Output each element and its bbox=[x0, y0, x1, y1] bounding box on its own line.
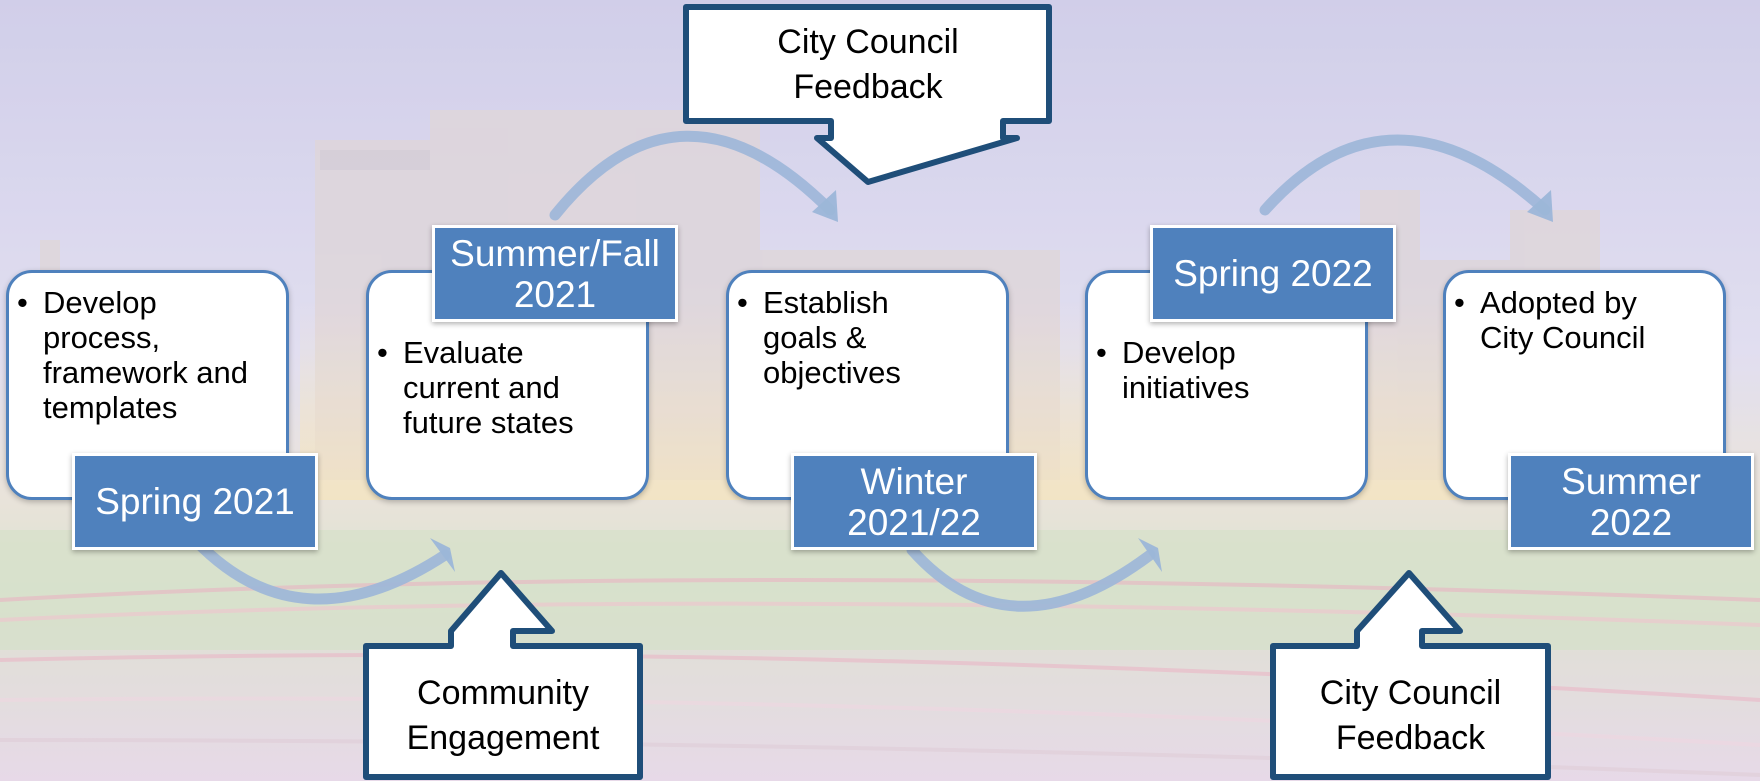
arrowhead-2 bbox=[812, 190, 838, 222]
flow-arrow-2 bbox=[549, 130, 836, 221]
flow-arrow-1 bbox=[189, 534, 451, 605]
stage-3-period: Winter 2021/22 bbox=[791, 453, 1037, 550]
stage-5-period: Summer 2022 bbox=[1508, 453, 1754, 550]
stage-4-bullet: Develop initiatives bbox=[1088, 335, 1312, 405]
arrowhead-3 bbox=[1138, 538, 1162, 572]
stage-2-period: Summer/Fall 2021 bbox=[432, 225, 678, 322]
stage-1-bullet: Develop process, framework and templates bbox=[9, 285, 273, 425]
top-callout-text: City Council Feedback bbox=[777, 23, 959, 106]
arrowhead-4 bbox=[1527, 190, 1553, 222]
bottom-left-callout-shape bbox=[363, 570, 643, 780]
stage-4-period: Spring 2022 bbox=[1150, 225, 1396, 322]
bottom-right-callout-shape bbox=[1270, 570, 1551, 780]
stage-2-bullet: Evaluate current and future states bbox=[369, 335, 613, 440]
stage-5-bullet: Adopted by City Council bbox=[1446, 285, 1690, 355]
stage-1-period: Spring 2021 bbox=[72, 453, 318, 550]
flow-arrow-3 bbox=[906, 544, 1156, 612]
arrowhead-1 bbox=[430, 538, 455, 572]
bottom-right-callout-text: City Council Feedback bbox=[1319, 674, 1502, 757]
top-callout-shape bbox=[683, 4, 1052, 185]
stage-3-bullet: Establish goals & objectives bbox=[729, 285, 943, 390]
bottom-left-callout-text: Community Engagement bbox=[406, 674, 600, 757]
flow-arrow-4 bbox=[1259, 134, 1551, 216]
